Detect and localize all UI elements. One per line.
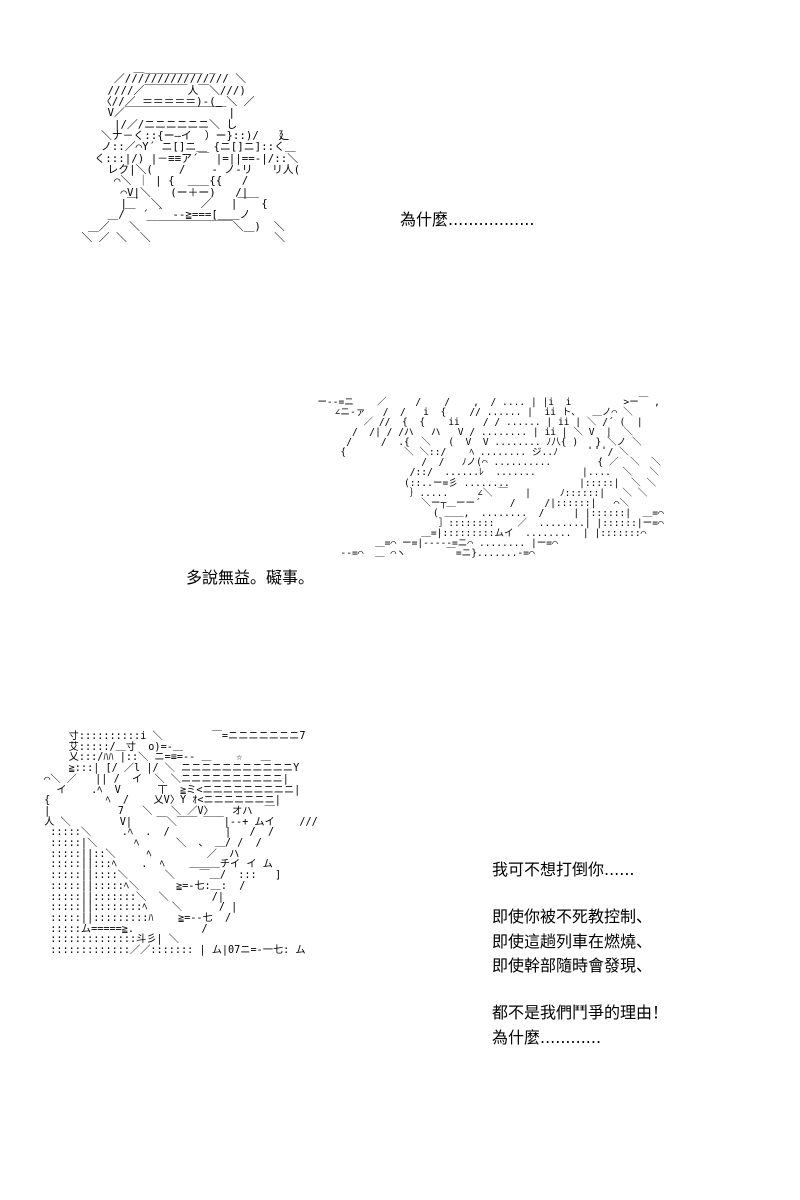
ascii-art-panel-2: ー--=ニ ／ / / , / .... | |i i >ー￣ , ∠ニ-ァ /… [317,397,664,559]
caption-paragraph: 即使你被不死教控制、 即使這趟列車在燃燒、 即使幹部隨時會發現、 [492,905,668,979]
caption-line: 都不是我們鬥爭的理由！ [492,1003,669,1023]
caption-line: 即使這趟列車在燃燒、 [492,931,653,951]
caption-line: 我可不想打倒你...... [492,860,635,879]
caption-line: 即使幹部隨時會發現、 [492,956,653,976]
caption-panel-1: 為什麼................. [400,210,535,229]
caption-paragraph: 都不是我們鬥爭的理由！ 為什麼............ [492,1001,668,1051]
caption-line: 即使你被不死教控制、 [492,906,653,926]
ascii-art-panel-1: ＿_________ _ ／//////////////// ＼ ////／￣￣… [81,61,301,244]
caption-paragraph: 我可不想打倒你...... [492,858,668,883]
caption-panel-2: 多說無益。礙事。 [186,568,315,587]
caption-panel-3: 我可不想打倒你...... 即使你被不死教控制、 即使這趟列車在燃燒、 即使幹部… [492,858,668,1073]
caption-line: 為什麼............ [492,1027,602,1047]
ascii-art-panel-3: 寸::::::::::i ＼ ￣=ニニニニニニニ7 艾:::::/＿寸 o)=-… [44,731,318,957]
